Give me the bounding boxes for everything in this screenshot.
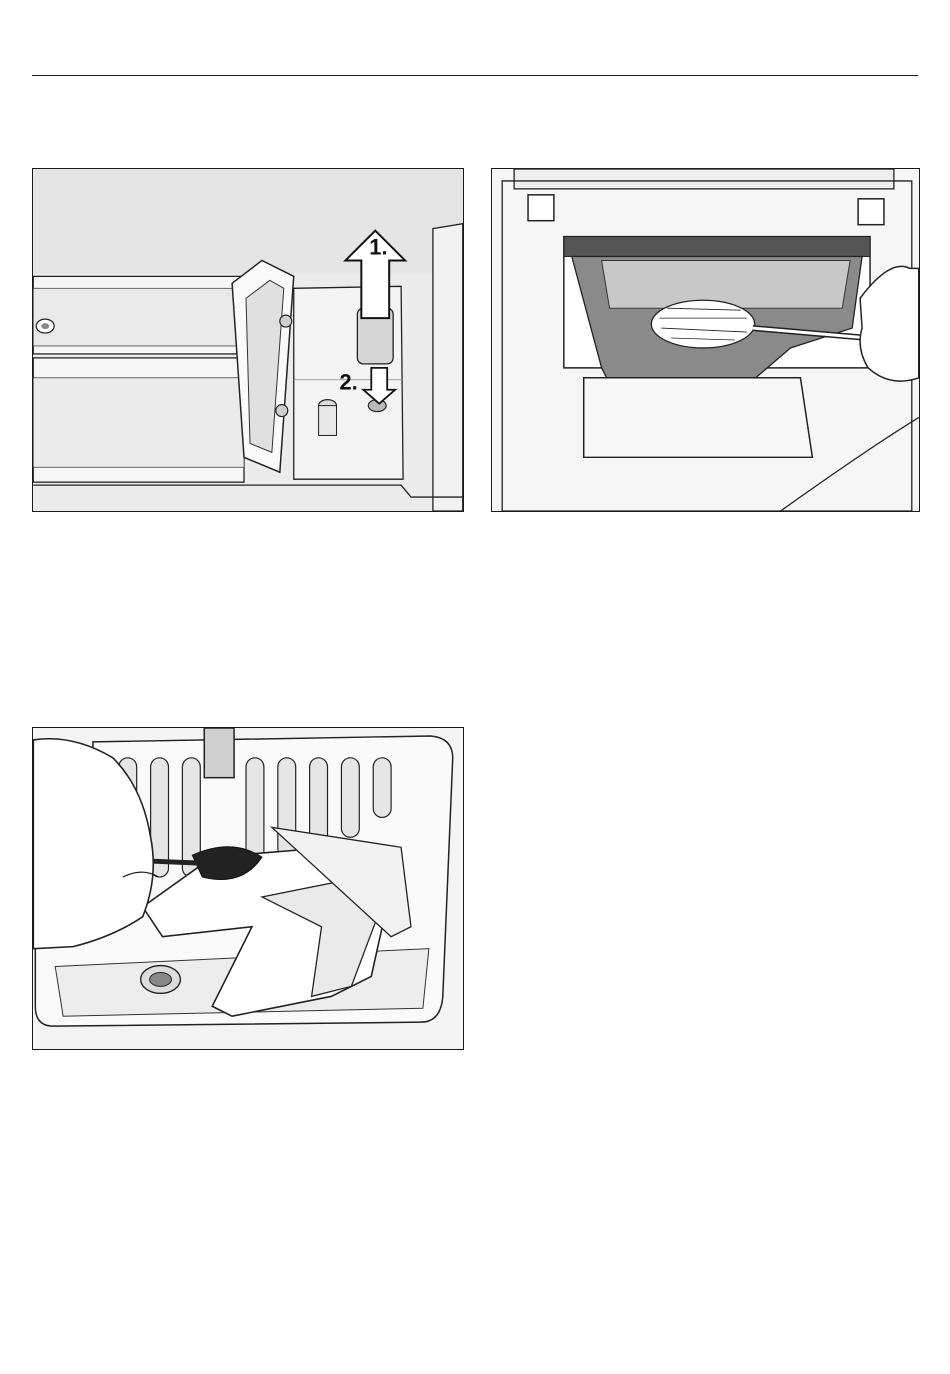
header-rule	[32, 75, 918, 76]
illustration-dispenser-housing-cleaning	[492, 169, 919, 511]
illustration-dispenser-drawer-rinsing	[33, 728, 463, 1049]
figure-dispenser-housing-cleaning	[491, 168, 920, 512]
figure-dispenser-removal: 1. 2.	[32, 168, 464, 512]
figure-dispenser-drawer-rinsing	[32, 727, 464, 1050]
step-label-1: 1.	[369, 235, 387, 260]
illustration-dispenser-removal: 1. 2.	[33, 169, 463, 511]
step-label-2: 2.	[339, 370, 357, 395]
